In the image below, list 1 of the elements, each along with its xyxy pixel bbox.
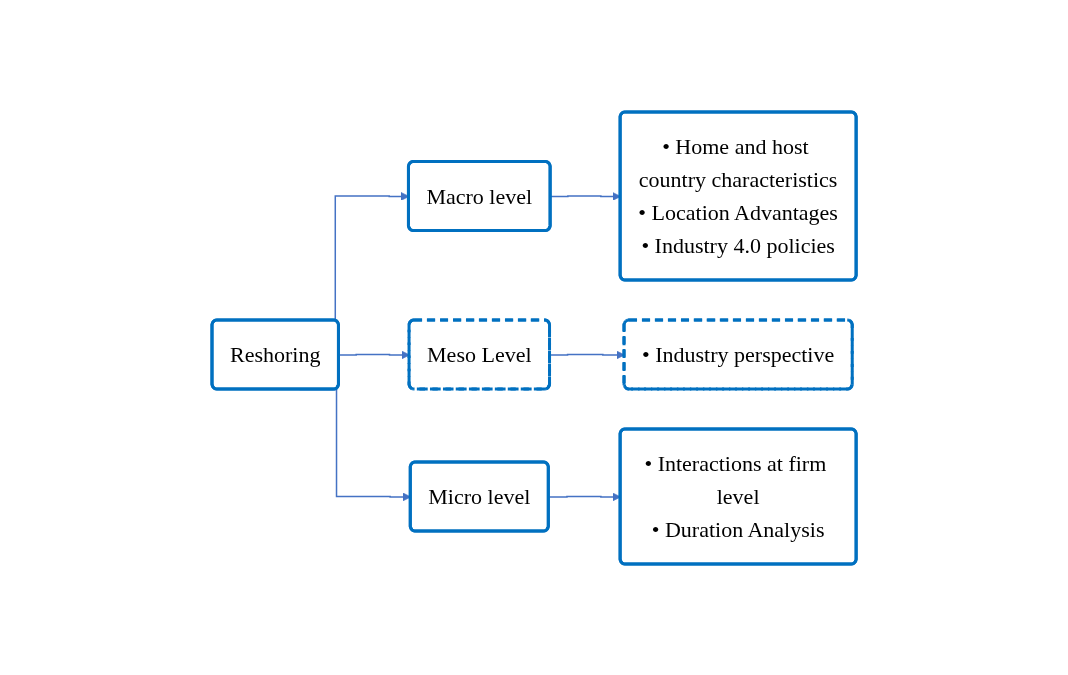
arrow bbox=[548, 492, 621, 501]
